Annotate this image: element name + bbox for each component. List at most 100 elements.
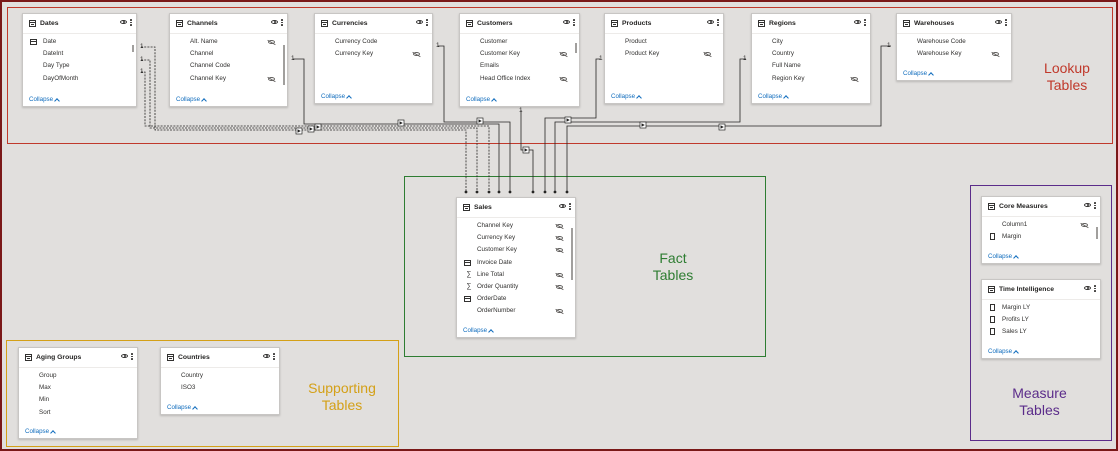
- field-row[interactable]: Warehouse Code: [897, 36, 1011, 48]
- field-row[interactable]: Customer Key: [460, 48, 579, 60]
- more-options-icon[interactable]: [1005, 19, 1007, 26]
- relationship-line[interactable]: [544, 58, 600, 192]
- relationship-line[interactable]: [141, 46, 467, 192]
- relationship-line[interactable]: [293, 58, 500, 192]
- field-row[interactable]: Currency Key: [457, 232, 575, 244]
- scrollbar[interactable]: [571, 228, 573, 280]
- visibility-eye-icon[interactable]: [120, 20, 128, 25]
- table-header[interactable]: Currencies: [315, 14, 432, 34]
- relationship-line[interactable]: [566, 45, 891, 192]
- visibility-eye-icon[interactable]: [263, 354, 271, 359]
- field-row[interactable]: Product Key: [605, 48, 723, 60]
- more-options-icon[interactable]: [864, 19, 866, 26]
- visibility-eye-icon[interactable]: [854, 20, 862, 25]
- visibility-eye-icon[interactable]: [707, 20, 715, 25]
- field-row[interactable]: ISO3: [161, 382, 279, 394]
- field-row[interactable]: Day Type: [23, 60, 136, 72]
- field-row[interactable]: Margin: [982, 231, 1100, 243]
- field-row[interactable]: Customer Key: [457, 244, 575, 256]
- field-row[interactable]: Profits LY: [982, 314, 1100, 326]
- table-header[interactable]: Regions: [752, 14, 870, 34]
- visibility-eye-icon[interactable]: [271, 20, 279, 25]
- field-row[interactable]: OrderDate: [457, 293, 575, 305]
- field-row[interactable]: Country: [752, 48, 870, 60]
- field-row[interactable]: ∑Order Quantity: [457, 281, 575, 293]
- field-row[interactable]: Warehouse Key: [897, 48, 1011, 60]
- visibility-eye-icon[interactable]: [1084, 286, 1092, 291]
- collapse-link[interactable]: Collapse: [321, 93, 352, 101]
- visibility-eye-icon[interactable]: [995, 20, 1003, 25]
- field-row[interactable]: Date: [23, 36, 136, 48]
- more-options-icon[interactable]: [131, 353, 133, 360]
- field-row[interactable]: Group: [19, 370, 137, 382]
- relationship-line[interactable]: [554, 58, 746, 192]
- relationship-line[interactable]: [141, 71, 490, 192]
- field-row[interactable]: Product: [605, 36, 723, 48]
- more-options-icon[interactable]: [281, 19, 283, 26]
- more-options-icon[interactable]: [1094, 285, 1096, 292]
- table-header[interactable]: Warehouses: [897, 14, 1011, 34]
- field-row[interactable]: Channel Key: [457, 220, 575, 232]
- field-row[interactable]: Country: [161, 370, 279, 382]
- field-row[interactable]: Customer: [460, 36, 579, 48]
- field-row[interactable]: Column1: [982, 219, 1100, 231]
- collapse-link[interactable]: Collapse: [758, 93, 789, 101]
- table-header[interactable]: Customers: [460, 14, 579, 34]
- collapse-link[interactable]: Collapse: [167, 404, 198, 412]
- table-header[interactable]: Aging Groups: [19, 348, 137, 368]
- relationship-line[interactable]: [141, 59, 478, 192]
- more-options-icon[interactable]: [573, 19, 575, 26]
- collapse-link[interactable]: Collapse: [25, 428, 56, 436]
- field-row[interactable]: Channel: [170, 48, 287, 60]
- collapse-link[interactable]: Collapse: [611, 93, 642, 101]
- visibility-eye-icon[interactable]: [121, 354, 129, 359]
- field-row[interactable]: Channel Code: [170, 60, 287, 72]
- field-row[interactable]: ∑Line Total: [457, 269, 575, 281]
- field-row[interactable]: DayOfMonth: [23, 73, 136, 85]
- more-options-icon[interactable]: [717, 19, 719, 26]
- collapse-link[interactable]: Collapse: [903, 70, 934, 78]
- scrollbar[interactable]: [1096, 227, 1098, 239]
- field-row[interactable]: Sort: [19, 407, 137, 419]
- field-row[interactable]: Channel Key: [170, 73, 287, 85]
- field-row[interactable]: City: [752, 36, 870, 48]
- scrollbar[interactable]: [132, 45, 134, 52]
- collapse-link[interactable]: Collapse: [988, 253, 1019, 261]
- field-row[interactable]: Head Office Index: [460, 73, 579, 85]
- collapse-link[interactable]: Collapse: [29, 96, 60, 104]
- field-row[interactable]: Invoice Date: [457, 257, 575, 269]
- field-row[interactable]: OrderNumber: [457, 305, 575, 317]
- field-row[interactable]: Margin LY: [982, 302, 1100, 314]
- visibility-eye-icon[interactable]: [416, 20, 424, 25]
- field-row[interactable]: Alt. Name: [170, 36, 287, 48]
- table-header[interactable]: Time Intelligence: [982, 280, 1100, 300]
- more-options-icon[interactable]: [273, 353, 275, 360]
- more-options-icon[interactable]: [426, 19, 428, 26]
- table-header[interactable]: Sales: [457, 198, 575, 218]
- scrollbar[interactable]: [575, 43, 577, 53]
- field-row[interactable]: Full Name: [752, 60, 870, 72]
- table-header[interactable]: Core Measures: [982, 197, 1100, 217]
- relationship-line[interactable]: [438, 45, 511, 192]
- field-row[interactable]: Region Key: [752, 73, 870, 85]
- visibility-eye-icon[interactable]: [1084, 203, 1092, 208]
- table-header[interactable]: Dates: [23, 14, 136, 34]
- field-row[interactable]: Emails: [460, 60, 579, 72]
- table-header[interactable]: Products: [605, 14, 723, 34]
- more-options-icon[interactable]: [569, 203, 571, 210]
- table-header[interactable]: Countries: [161, 348, 279, 368]
- field-row[interactable]: Sales LY: [982, 326, 1100, 338]
- field-row[interactable]: Max: [19, 382, 137, 394]
- more-options-icon[interactable]: [130, 19, 132, 26]
- field-row[interactable]: Currency Key: [315, 48, 432, 60]
